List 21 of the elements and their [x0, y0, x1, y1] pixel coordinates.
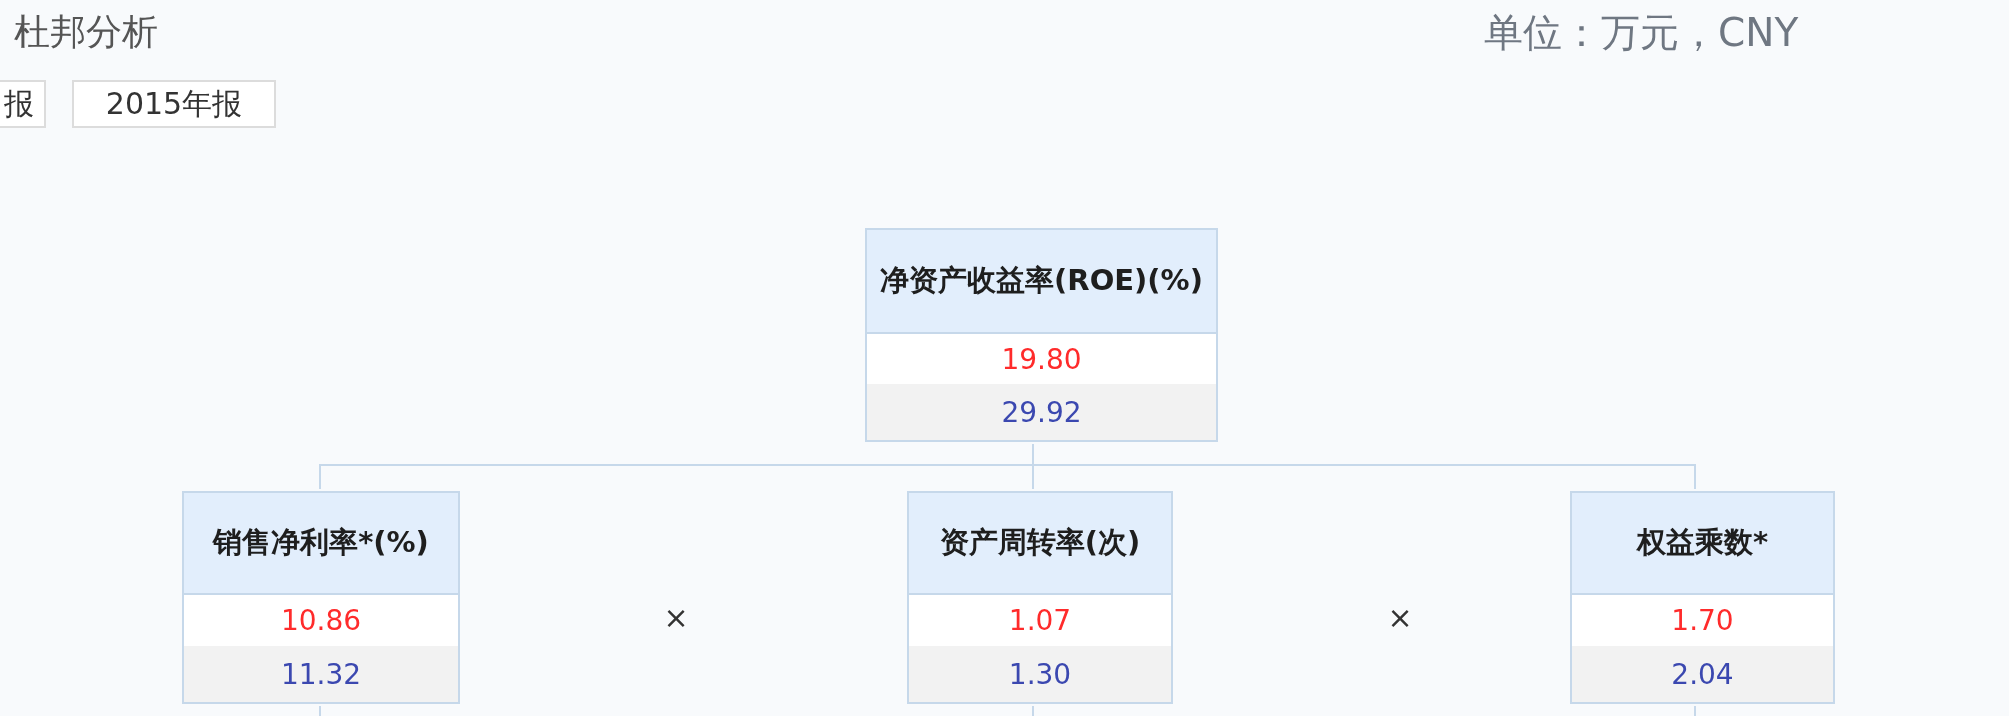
current-value: 1.70 — [1572, 595, 1833, 646]
multiply-sign: × — [1387, 602, 1413, 634]
multiply-sign: × — [663, 602, 689, 634]
current-value: 1.07 — [909, 595, 1171, 646]
metric-box — [907, 491, 1173, 704]
metric-box — [182, 491, 460, 704]
metric-header: 资产周转率(次) — [909, 493, 1171, 595]
connector-line — [1032, 705, 1034, 716]
metric-box — [1570, 491, 1835, 704]
unit-note: 单位：万元，CNY — [1484, 10, 1799, 56]
report-tab: 报 — [0, 80, 46, 128]
current-value: 19.80 — [867, 334, 1216, 384]
metric-box — [865, 228, 1218, 442]
metric-header: 净资产收益率(ROE)(%) — [867, 230, 1216, 334]
report-tab: 2015年报 — [72, 80, 276, 128]
connector-line — [1694, 705, 1696, 716]
page-title: 杜邦分析 — [14, 10, 158, 54]
metric-header: 销售净利率*(%) — [184, 493, 458, 595]
current-value: 10.86 — [184, 595, 458, 646]
metric-header: 权益乘数* — [1572, 493, 1833, 595]
connector-line — [319, 705, 321, 716]
